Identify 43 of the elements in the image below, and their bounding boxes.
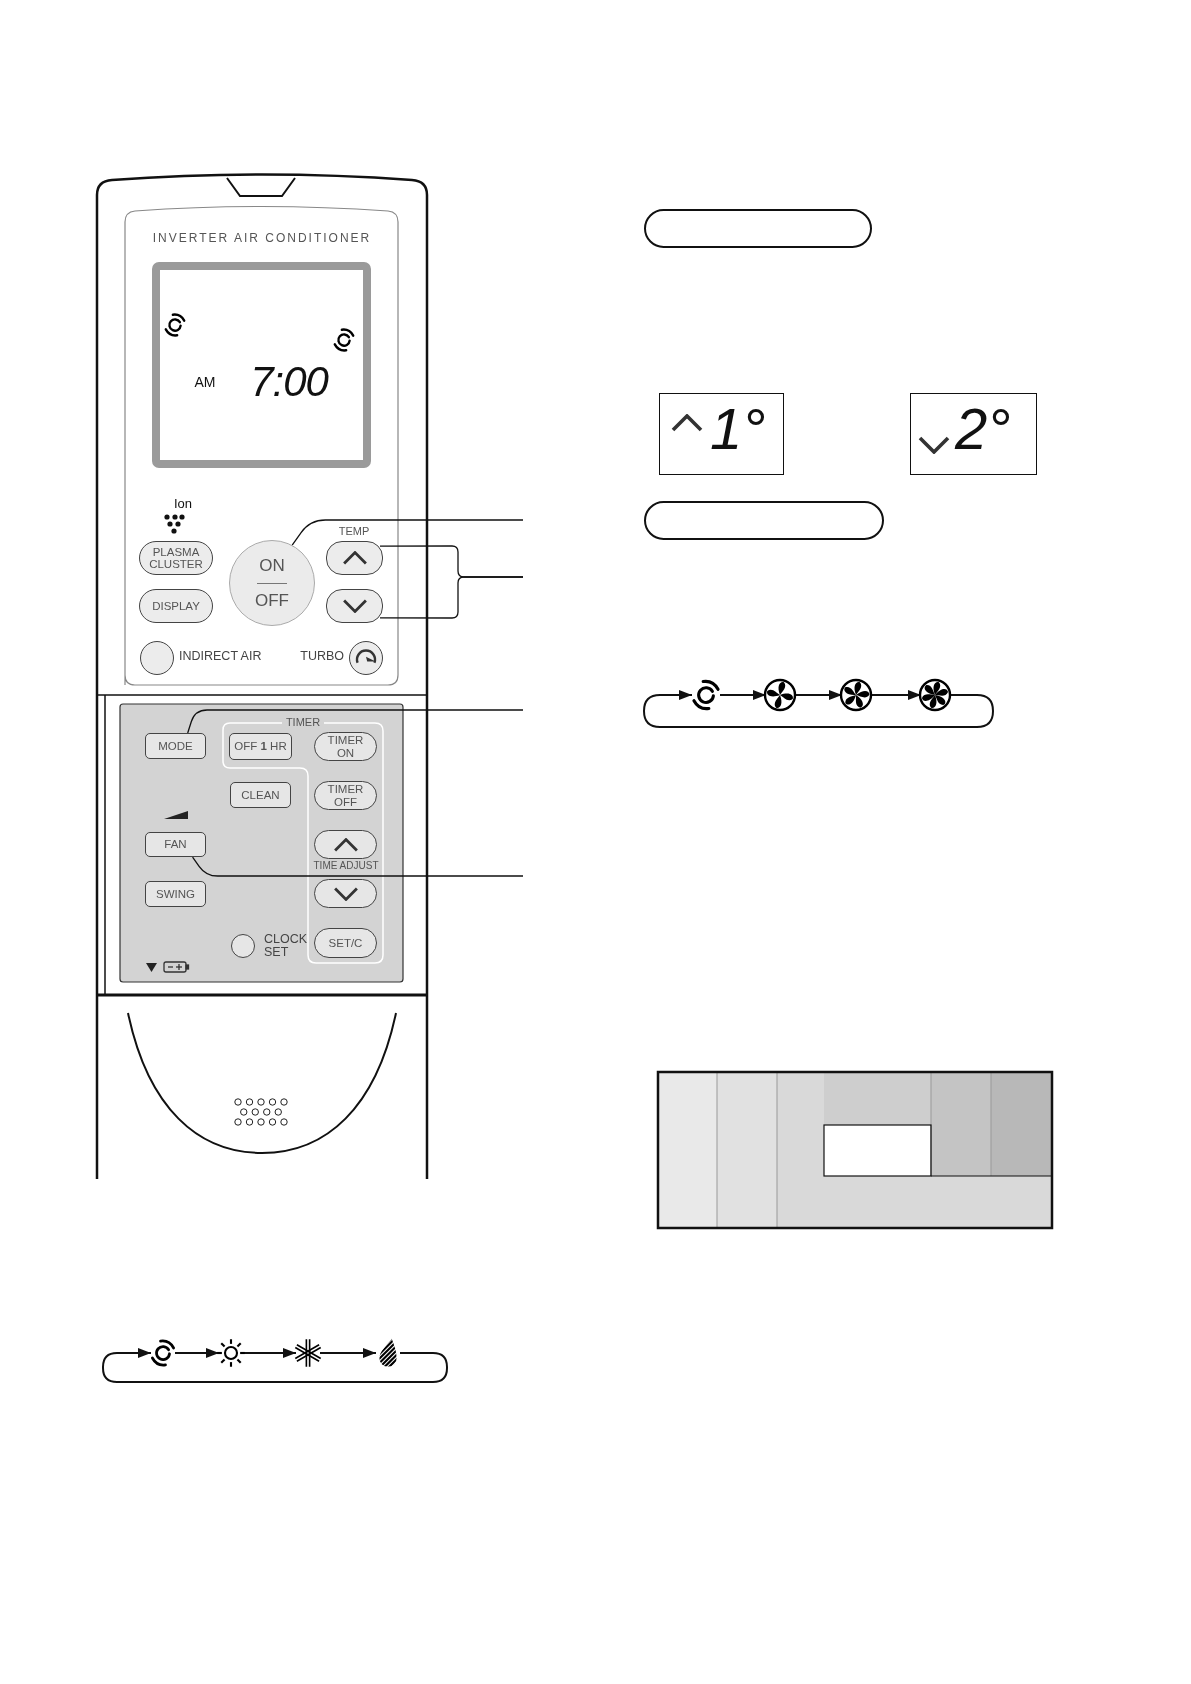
arrow	[719, 690, 767, 700]
arrow	[319, 1348, 377, 1358]
set-cancel-button: SET/C	[314, 928, 377, 958]
blank-heading-box	[644, 501, 884, 540]
clean-button: CLEAN	[230, 782, 291, 808]
timer-label: TIMER	[285, 716, 321, 729]
leader-line	[291, 519, 524, 546]
time-indicator: AM	[194, 375, 216, 391]
time-adjust-label: TIME ADJUST	[313, 861, 379, 871]
fan-icon	[839, 678, 873, 712]
fan-icon	[918, 678, 952, 712]
blank-heading-box	[644, 209, 872, 248]
snowflake-icon	[293, 1338, 323, 1368]
plasma-cluster-button: PLASMA CLUSTER	[139, 541, 213, 575]
arrow	[174, 1348, 220, 1358]
off-timer-button: OFF 1 HR	[229, 733, 292, 760]
arrow	[793, 690, 843, 700]
arrow	[242, 1348, 297, 1358]
display-button: DISPLAY	[139, 589, 213, 623]
display-digit: 2°	[955, 400, 1011, 458]
leader-line	[379, 576, 524, 619]
button-caption: INDIRECT AIR	[179, 650, 262, 664]
ion-label: Ion	[173, 497, 193, 512]
lcd-display	[910, 393, 1037, 475]
auto-mode-icon	[689, 678, 723, 712]
button-caption: CLOCK SET	[264, 933, 306, 960]
fan-icon	[763, 678, 797, 712]
swing-button: SWING	[145, 881, 206, 907]
mode-button: MODE	[145, 733, 206, 759]
sun-icon	[216, 1338, 246, 1368]
arrow	[869, 690, 922, 700]
fan-button: FAN	[145, 832, 206, 857]
panel-title: INVERTER AIR CONDITIONER	[152, 232, 372, 246]
display-digit: 1°	[710, 400, 766, 458]
auto-mode-icon	[148, 1338, 178, 1368]
leader-line	[187, 709, 524, 734]
arrow	[102, 1348, 448, 1383]
clock-digits: 7:00	[250, 359, 328, 406]
temp-label: TEMP	[338, 525, 370, 538]
button-caption: TURBO	[300, 650, 344, 664]
lcd-display	[659, 393, 784, 475]
leader-line	[191, 856, 524, 877]
arrow	[643, 690, 994, 728]
